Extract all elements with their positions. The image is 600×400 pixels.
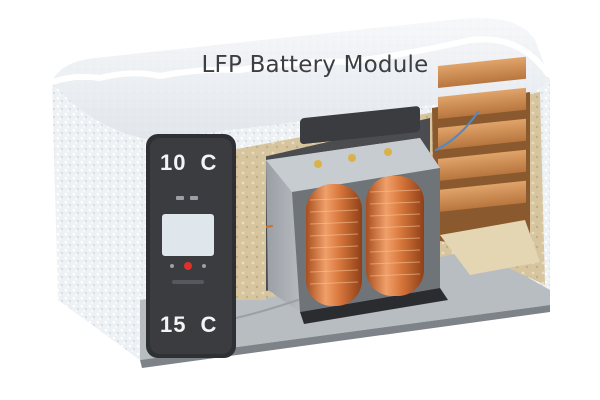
thermostat-panel <box>146 134 236 358</box>
temperature-unit-top: C <box>200 150 218 175</box>
temperature-unit-bottom: C <box>200 312 218 337</box>
temperature-reading-top: 10 C <box>160 150 217 176</box>
wood-slat-compartment <box>432 56 540 275</box>
power-led <box>184 262 192 270</box>
temperature-reading-bottom: 15 C <box>160 312 217 338</box>
temperature-value-bottom: 15 <box>160 312 187 337</box>
module-title: LFP Battery Module <box>201 52 429 78</box>
insulation-column <box>232 150 266 300</box>
temperature-value-top: 10 <box>160 150 187 175</box>
battery-cells <box>300 106 424 306</box>
